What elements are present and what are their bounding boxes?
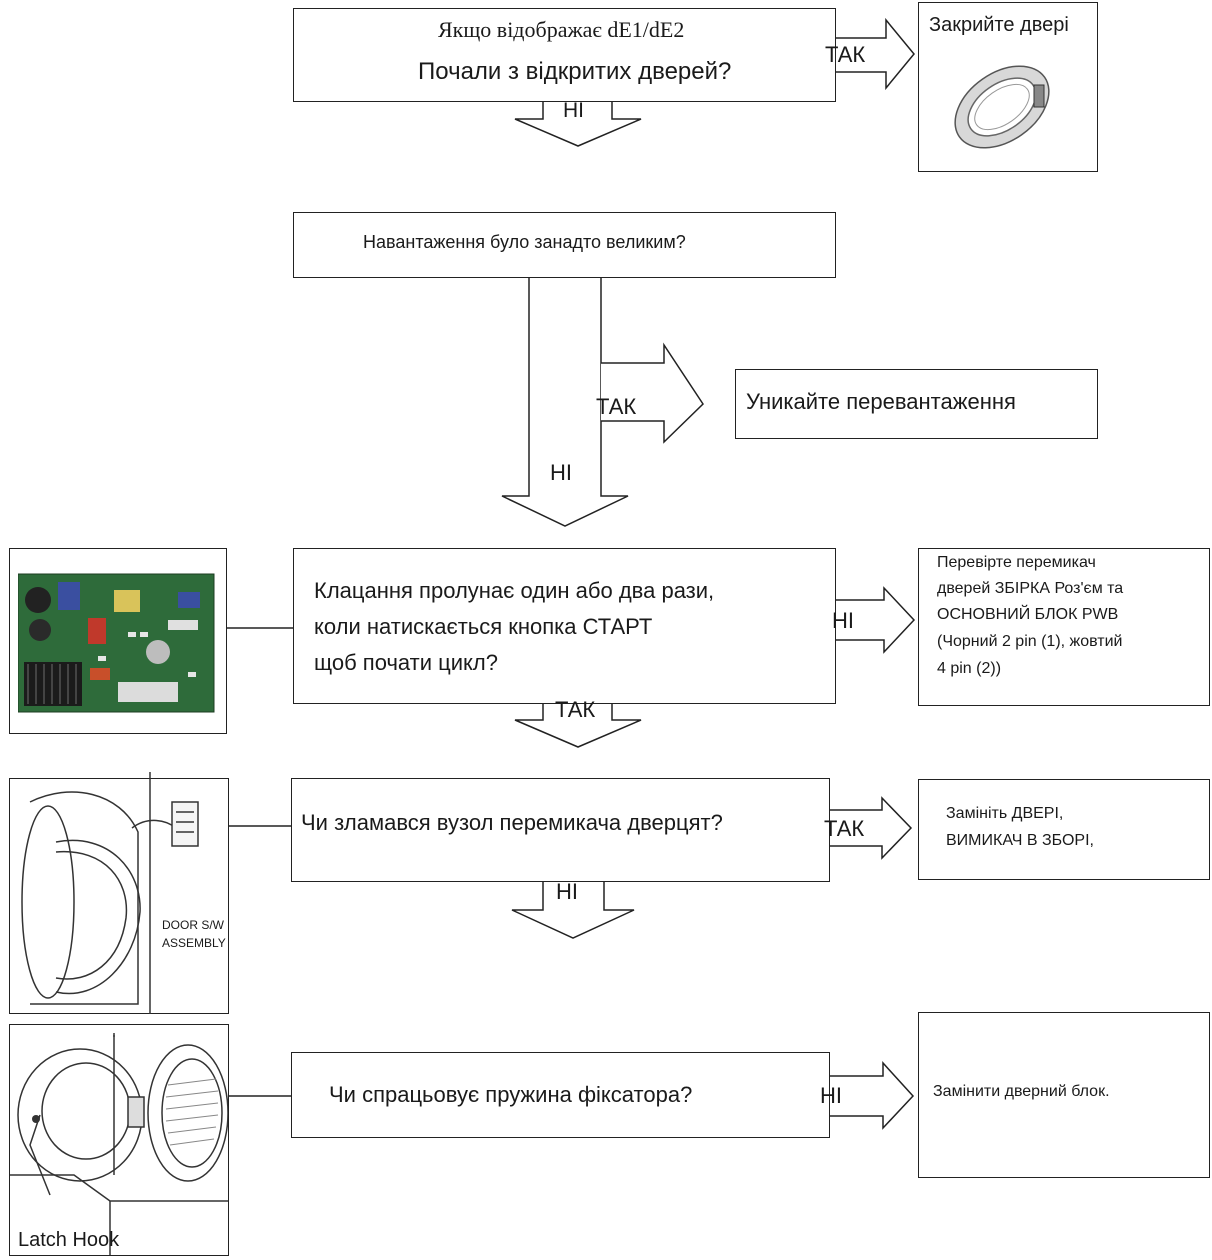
answer-box-3	[918, 548, 1210, 706]
arrow-down-q2	[501, 278, 629, 527]
label-yes-3: ТАК	[555, 697, 596, 722]
question-3-line-1: Клацання пролунає один або два рази,	[314, 578, 715, 603]
answer-4-line-1: Замініть ДВЕРІ,	[946, 805, 1064, 822]
pcb-board-image	[18, 573, 215, 713]
door-switch-drawing	[21, 772, 199, 1014]
question-3-line-2: коли натискається кнопка СТАРТ	[314, 614, 653, 639]
latch-hook-drawing	[10, 1033, 228, 1255]
question-3-line-3: щоб почати цикл?	[314, 650, 498, 675]
answer-3-line-3: ОСНОВНИЙ БЛОК PWB	[937, 606, 1119, 623]
answer-3-line-4: (Чорний 2 pin (1), жовтий	[937, 633, 1123, 650]
question-box-1	[293, 8, 836, 102]
answer-2-text: Уникайте перевантаження	[746, 389, 1016, 414]
door-ring-icon	[954, 65, 1050, 149]
answer-4-line-2: ВИМИКАЧ В ЗБОРІ,	[946, 832, 1094, 849]
label-no-2: НІ	[550, 460, 572, 485]
question-box-4	[291, 778, 830, 882]
question-1-line-1: Якщо відображає dE1/dE2	[438, 17, 685, 42]
question-2-text: Навантаження було занадто великим?	[363, 232, 686, 252]
answer-3-line-2: дверей ЗБІРКА Роз'єм та	[937, 580, 1124, 597]
label-no-5: НІ	[820, 1083, 842, 1108]
question-1-line-2: Почали з відкритих дверей?	[418, 58, 732, 85]
question-5-text: Чи спрацьовує пружина фіксатора?	[329, 1082, 693, 1107]
arrow-right-q1	[836, 17, 915, 91]
door-sw-label-line-2: ASSEMBLY	[162, 936, 226, 950]
arrow-right-q3	[836, 586, 916, 654]
question-box-5	[291, 1052, 830, 1138]
arrow-down-q3	[514, 700, 642, 748]
arrow-right-q5	[830, 1061, 915, 1130]
question-4-text: Чи зламався вузол перемикача дверцят?	[301, 810, 723, 835]
answer-3-line-1: Перевірте перемикач	[937, 554, 1096, 571]
label-no-1: НІ	[563, 99, 584, 122]
answer-1-text: Закрийте двері	[929, 14, 1069, 36]
arrow-right-q2	[601, 342, 704, 444]
question-box-3	[293, 548, 836, 704]
answer-3-line-5: 4 pin (2))	[937, 660, 1002, 677]
label-no-4: НІ	[556, 879, 578, 904]
label-yes-4: ТАК	[824, 816, 865, 841]
question-box-2	[293, 212, 836, 278]
answer-box-5	[918, 1012, 1210, 1178]
answer-5-text: Замінити дверний блок.	[933, 1083, 1110, 1100]
label-yes-2: ТАК	[596, 394, 637, 419]
label-yes-1: ТАК	[825, 42, 866, 67]
arrow-down-q1	[514, 102, 642, 147]
arrow-down-q4	[511, 880, 635, 939]
answer-box-4	[918, 779, 1210, 880]
latch-hook-label: Latch Hook	[18, 1229, 120, 1251]
door-sw-label-line-1: DOOR S/W	[162, 918, 224, 932]
label-no-3: НІ	[832, 608, 854, 633]
arrow-right-q4	[830, 796, 913, 860]
answer-box-2	[735, 369, 1098, 439]
